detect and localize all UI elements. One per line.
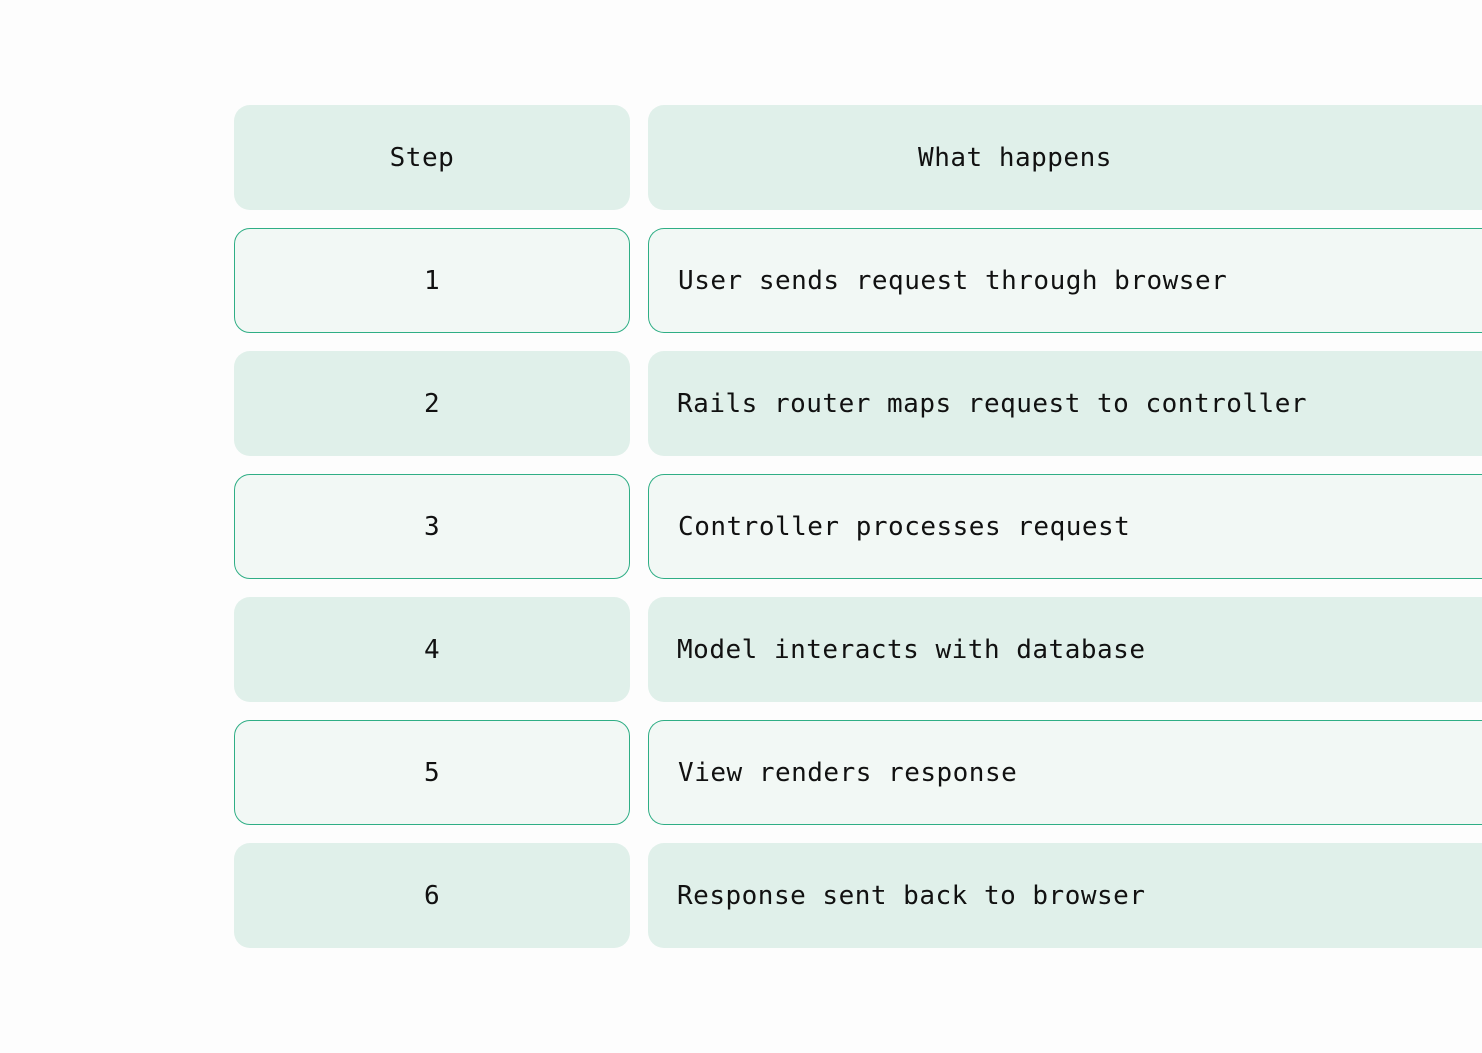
step-description-cell: Controller processes request (648, 474, 1482, 579)
step-number-cell: 3 (234, 474, 631, 579)
step-column-header: Step (234, 105, 630, 210)
what-happens-column-header: What happens (647, 105, 1482, 210)
table-row: 1 User sends request through browser (234, 228, 1482, 333)
step-number-cell: 4 (234, 597, 631, 702)
step-number-cell: 1 (234, 228, 631, 333)
step-description-cell: Model interacts with database (648, 597, 1482, 702)
step-description-cell: User sends request through browser (648, 228, 1482, 333)
steps-table: Step What happens 1 User sends request t… (234, 105, 1482, 966)
table-row: 3 Controller processes request (234, 474, 1482, 579)
step-description-cell: Response sent back to browser (648, 843, 1482, 948)
table-row: 2 Rails router maps request to controlle… (234, 351, 1482, 456)
step-number-cell: 5 (234, 720, 631, 825)
table-header-row: Step What happens (234, 105, 1482, 210)
step-number-cell: 6 (234, 843, 631, 948)
table-row: 5 View renders response (234, 720, 1482, 825)
table-row: 6 Response sent back to browser (234, 843, 1482, 948)
step-description-cell: Rails router maps request to controller (648, 351, 1482, 456)
step-number-cell: 2 (234, 351, 631, 456)
table-row: 4 Model interacts with database (234, 597, 1482, 702)
step-description-cell: View renders response (648, 720, 1482, 825)
